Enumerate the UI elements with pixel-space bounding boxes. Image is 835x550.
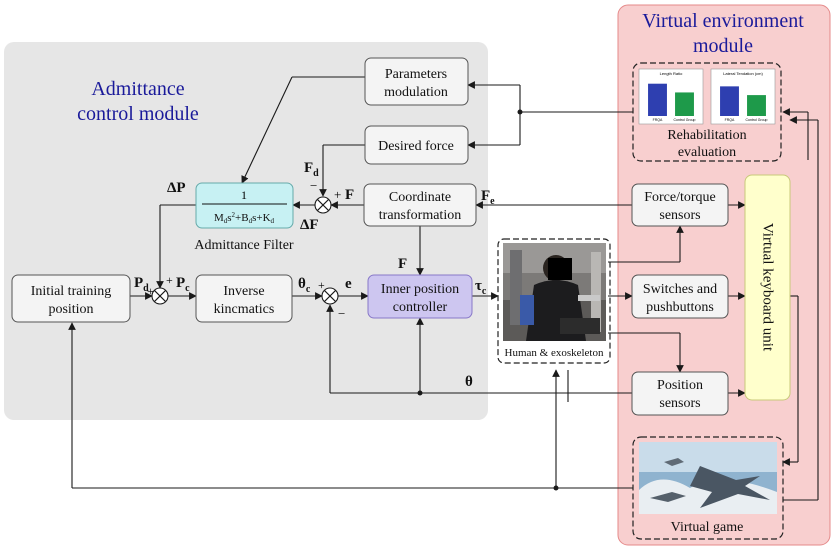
sign-minus-Fd: − <box>310 178 317 193</box>
coordinate-transformation-label-1: Coordinate <box>389 190 451 205</box>
rehab-chart-bar <box>720 86 739 116</box>
signal-lines <box>68 76 819 501</box>
position-sensors-block: Position sensors <box>631 371 729 416</box>
inverse-kinematics-block: Inverse kincmatics <box>195 274 293 323</box>
admittance-module-title-line2: control module <box>77 103 199 125</box>
rehab-chart-bar <box>747 95 766 116</box>
rehab-chart-category-label: FRQA <box>725 118 735 122</box>
initial-training-position-block: Initial training position <box>11 274 131 323</box>
virtual-module-title-line2: module <box>693 35 753 57</box>
rehab-chart-category-label: Control Group <box>746 118 768 122</box>
signal-F-mid: F <box>398 256 407 272</box>
rehab-chart-bar <box>648 83 667 116</box>
rehab-caption-line1: Rehabilitation <box>667 128 746 143</box>
switches-pushbuttons-block: Switches and pushbuttons <box>631 274 729 319</box>
inner-controller-label-2: controller <box>393 300 448 315</box>
virtual-module-title-line1: Virtual environment <box>642 10 804 32</box>
signal-Pd: Pd <box>134 275 149 294</box>
parameters-modulation-label-1: Parameters <box>385 67 447 82</box>
signal-deltaP: ΔP <box>167 180 186 196</box>
inverse-kinematics-label-2: kincmatics <box>214 302 275 317</box>
force-sensors-label-1: Force/torque <box>644 190 716 205</box>
rehab-chart-title: Lateral Tendation (cm) <box>723 71 763 76</box>
signal-theta-c: θc <box>298 276 311 295</box>
summing-junction-position <box>151 287 169 305</box>
parameters-modulation-label-2: modulation <box>384 85 448 100</box>
switches-label-1: Switches and <box>643 282 717 297</box>
force-torque-sensors-block: Force/torque sensors <box>631 183 729 227</box>
rehab-chart-category-label: Control Group <box>674 118 696 122</box>
rehab-chart-title: Length Ratio <box>660 71 683 76</box>
virtual-keyboard-unit-block: Virtual keyboard unit <box>744 174 791 401</box>
desired-force-label: Desired force <box>378 139 454 154</box>
signal-e: e <box>345 276 352 292</box>
inner-controller-label-1: Inner position <box>381 282 459 297</box>
human-exoskeleton-image: Human & exoskeleton <box>497 238 611 364</box>
position-sensors-label-2: sensors <box>659 396 700 411</box>
coordinate-transformation-label-2: transformation <box>379 208 461 223</box>
rehab-caption-line2: evaluation <box>678 145 736 160</box>
sign-plus-theta-c: + <box>318 278 325 292</box>
sign-plus-F: + <box>334 187 341 202</box>
force-sensors-label-2: sensors <box>659 208 700 223</box>
admittance-module-title-line1: Admittance <box>91 78 184 100</box>
virtual-keyboard-unit-label: Virtual keyboard unit <box>760 223 776 352</box>
initial-training-label-1: Initial training <box>31 284 111 299</box>
signal-Pc: Pc <box>176 275 190 294</box>
desired-force-block: Desired force <box>364 125 469 165</box>
signal-Fd: Fd <box>304 160 319 179</box>
parameters-modulation-block: Parameters modulation <box>364 57 469 106</box>
summing-junction-force <box>314 196 332 214</box>
filter-denominator: Mds2+Bds+Kd <box>214 211 275 225</box>
inner-position-controller-block: Inner position controller <box>367 274 473 319</box>
switches-label-2: pushbuttons <box>646 300 714 315</box>
signal-theta: θ <box>465 374 473 390</box>
filter-numerator: 1 <box>241 188 247 202</box>
admittance-filter-block: 1 Mds2+Bds+Kd Admittance Filter <box>194 182 294 253</box>
signal-Fe: Fe <box>481 188 495 207</box>
inverse-kinematics-label-1: Inverse <box>223 284 264 299</box>
summing-junction-error <box>321 287 339 305</box>
coordinate-transformation-block: Coordinate transformation <box>363 183 477 227</box>
rehab-chart-bar <box>675 92 694 116</box>
signal-F-top: F <box>345 187 354 203</box>
rehab-chart-category-label: FRQA <box>653 118 663 122</box>
admittance-filter-caption: Admittance Filter <box>194 238 293 253</box>
human-exoskeleton-caption: Human & exoskeleton <box>505 347 604 359</box>
virtual-game-caption: Virtual game <box>671 520 744 535</box>
signal-deltaF: ΔF <box>300 217 319 233</box>
position-sensors-label-1: Position <box>657 378 703 393</box>
signal-tau-c: τc <box>475 278 487 297</box>
initial-training-label-2: position <box>48 302 93 317</box>
virtual-game-panel: Virtual game <box>632 436 784 540</box>
sign-minus-theta: − <box>338 306 345 321</box>
sign-plus-deltaP: + <box>166 273 173 287</box>
sign-plus-Pd: + <box>147 284 154 298</box>
